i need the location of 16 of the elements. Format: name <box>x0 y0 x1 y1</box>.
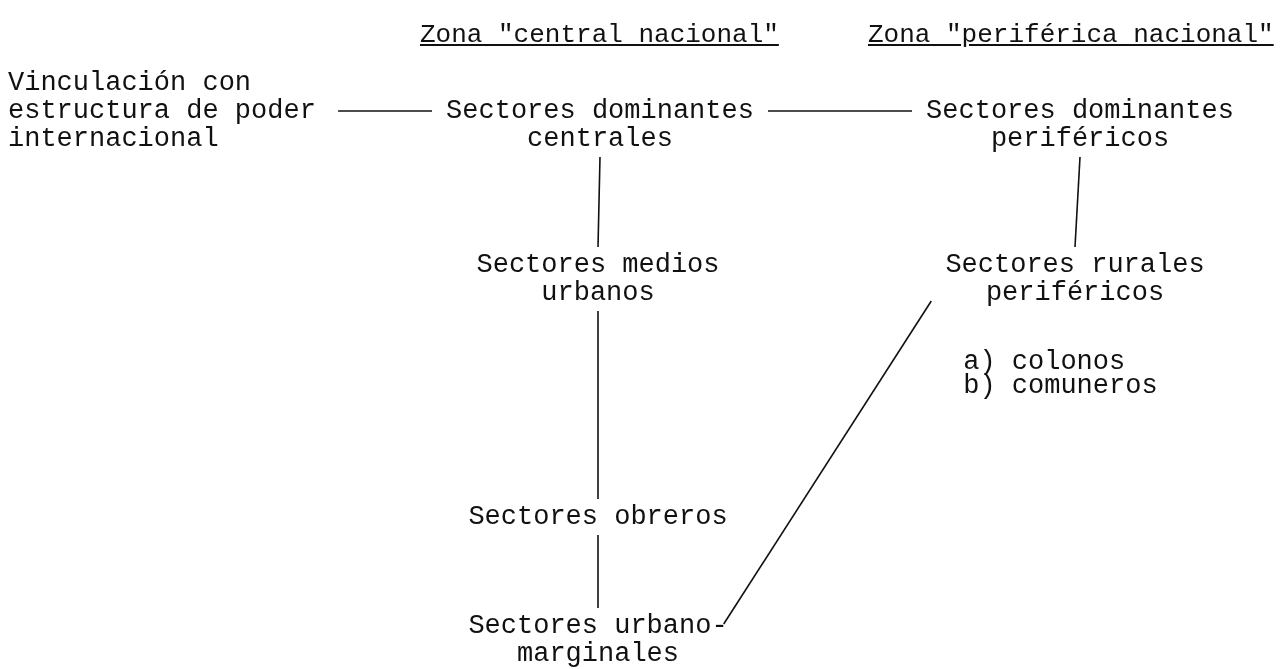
connector-line <box>337 110 433 112</box>
sector-label: Sectores dominantes periféricos <box>925 97 1235 153</box>
sector-label: Sectores dominantes centrales <box>445 97 755 153</box>
sector-label: Sectores obreros <box>467 503 729 531</box>
sector-label: Sectores medios urbanos <box>475 251 721 307</box>
zone-heading: Zona "periférica nacional" <box>868 21 1274 49</box>
connector-line <box>1074 156 1081 248</box>
zone-heading: Zona "central nacional" <box>420 21 779 49</box>
connector-line <box>597 156 601 248</box>
sector-label: Sectores urbano- marginales <box>467 612 729 668</box>
connector-line <box>597 310 599 500</box>
connector-line <box>597 534 599 609</box>
connector-line <box>722 300 933 625</box>
connector-line <box>767 110 913 112</box>
sector-label: Vinculación con estructura de poder internacional <box>8 69 317 153</box>
sector-label: Sectores rurales periféricos <box>944 251 1206 307</box>
